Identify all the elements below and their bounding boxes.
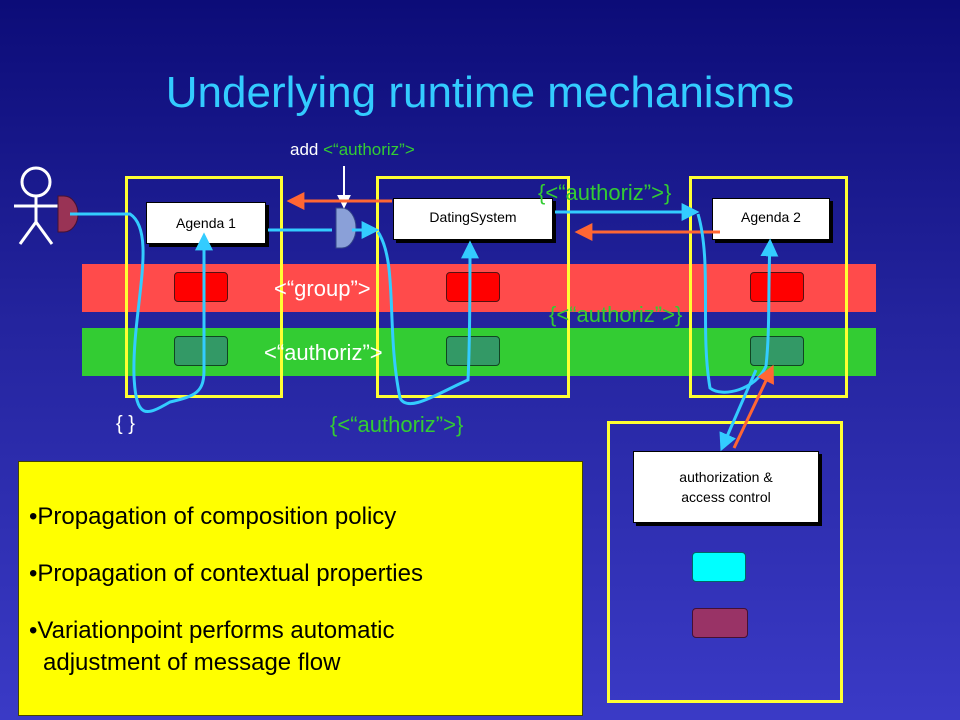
summary-note: •Propagation of composition policy •Prop… (18, 461, 583, 716)
bullet-3: •Variationpoint performs automatic (29, 617, 395, 644)
datingsystem-frame (376, 176, 570, 398)
flow-dating-through-aspects (376, 231, 479, 405)
authorization-panel (607, 421, 843, 703)
call-from-auth-service (732, 364, 774, 449)
group-aspect-datingsystem (446, 272, 500, 302)
group-aspect-agenda1 (174, 272, 228, 302)
authoriz-aspect-agenda2 (750, 336, 804, 366)
context-label-top: {<“authoriz”>} (538, 180, 672, 205)
bullet-3-continued: adjustment of message flow (43, 649, 341, 676)
call-to-auth-service (719, 369, 758, 452)
add-word: add (290, 140, 319, 159)
agenda1-frame (125, 176, 283, 398)
plum-component (692, 608, 748, 638)
authoriz-aspect-agenda1 (174, 336, 228, 366)
client-port-icon (57, 195, 79, 233)
authoriz-band-label: <“authoriz”> (264, 340, 383, 365)
slide-title: Underlying runtime mechanisms (165, 68, 795, 117)
context-label-middle: {<“authoriz”>} (549, 302, 683, 327)
cyan-component (692, 552, 746, 582)
context-label-bottom: {<“authoriz”>} (330, 412, 464, 437)
auth-service-line2: access control (681, 489, 771, 505)
agenda2-frame (689, 176, 848, 398)
group-band-label: <“group”> (274, 276, 371, 301)
add-tag: <“authoriz”> (323, 140, 415, 159)
add-authoriz-label: add <“authoriz”> (290, 140, 415, 160)
datingsystem-component[interactable]: DatingSystem (393, 198, 553, 240)
authorization-service[interactable]: authorization & access control (633, 451, 819, 523)
auth-service-line1: authorization & (679, 469, 773, 485)
bullet-2: •Propagation of contextual properties (29, 560, 423, 587)
flow-agenda2-through-aspects (696, 213, 779, 394)
empty-context-label: { } (116, 413, 135, 435)
flow-user-to-agenda1 (70, 212, 213, 414)
bullet-1: •Propagation of composition policy (29, 503, 397, 530)
user-icon (14, 166, 58, 245)
authoriz-aspect-datingsystem (446, 336, 500, 366)
group-aspect-agenda2 (750, 272, 804, 302)
variation-point-icon (335, 207, 357, 249)
